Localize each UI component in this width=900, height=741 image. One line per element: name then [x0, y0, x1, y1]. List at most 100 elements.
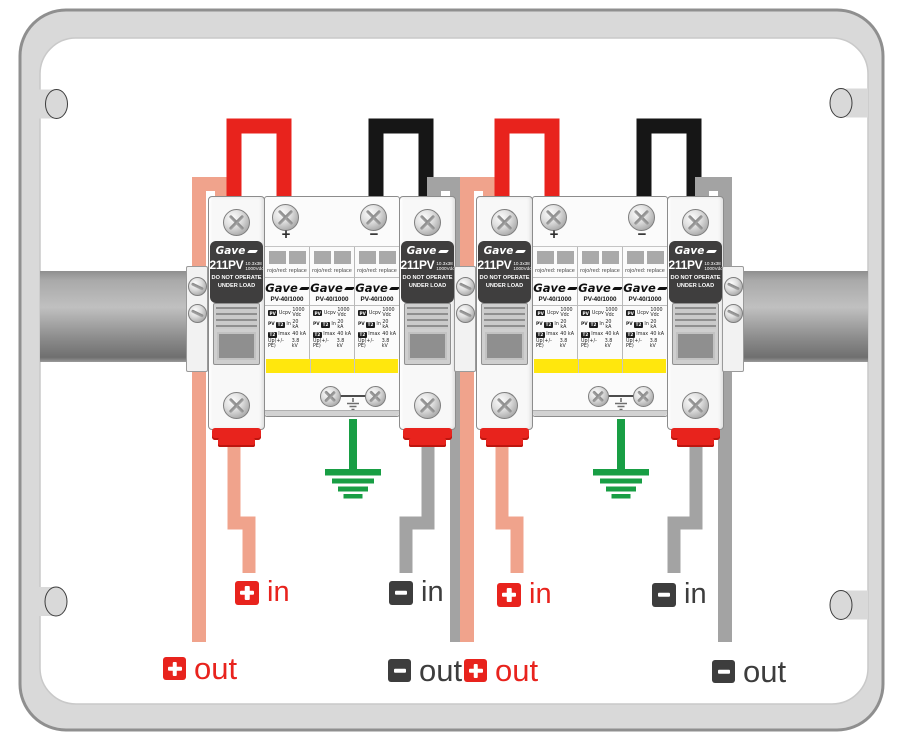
- model-text: 211PV: [210, 258, 244, 272]
- status-windows: [533, 251, 577, 264]
- surge-protector: + − rojo/red: replace Gave PV-40/1000: [532, 196, 668, 417]
- fuse-holder-label: Gave 211PV 10.3x38 1000Vdc DO NOT OPERAT…: [210, 241, 263, 303]
- spec-block: PV Ucpv 1000 Vdc PV T2 In 20 kA T2: [623, 306, 667, 349]
- wire-negative-in: [399, 436, 435, 573]
- brand-text: Gave: [355, 281, 388, 295]
- wires-assembly-1: [192, 118, 464, 642]
- terminal-screw-icon: [223, 209, 250, 236]
- terminal-screw-icon: [414, 209, 441, 236]
- surge-protector: + − rojo/red: replace Gave PV-40/1000: [264, 196, 400, 417]
- wire-negative-in: [667, 436, 703, 573]
- red-terminal-cap: [480, 428, 529, 440]
- status-window: [536, 251, 554, 264]
- status-window: [378, 251, 396, 264]
- wire-positive-out: [460, 177, 497, 642]
- fuse-size: 10.3x38: [436, 260, 453, 266]
- status-window: [358, 251, 376, 264]
- spec-row: Up(+/-PE) 3.8 kV: [581, 339, 613, 350]
- replace-note: rojo/red: replace: [265, 268, 309, 278]
- wire-negative-out: [695, 177, 732, 642]
- voltage-rating: 1000Vdc: [513, 266, 531, 272]
- spec-row: PV T2 In 20 kA: [626, 319, 657, 330]
- terminal-screw-icon: [682, 392, 709, 419]
- model-text: PV-40/1000: [355, 296, 399, 306]
- status-window: [313, 251, 331, 264]
- spd-fuse-assembly: Gave 211PV 10.3x38 1000Vdc DO NOT OPERAT…: [186, 196, 456, 456]
- fuse-holder: Gave 211PV 10.3x38 1000Vdc DO NOT OPERAT…: [476, 196, 533, 447]
- terminal-screw-icon: [223, 392, 250, 419]
- screw-icon: [188, 304, 207, 323]
- positive-terminal-mark: +: [549, 226, 559, 243]
- model-row: 211PV 10.3x38 1000Vdc: [401, 258, 454, 272]
- label-negative-out-2: out: [712, 656, 786, 687]
- brand-text: Gave: [674, 245, 705, 257]
- fuse-carrier-handle: [672, 303, 719, 365]
- status-window: [333, 251, 351, 264]
- spd-module: rojo/red: replace Gave PV-40/1000 PV Ucp…: [310, 247, 355, 359]
- fuse-window: [217, 332, 256, 360]
- spec-block: PV Ucpv 1000 Vdc PV T2 In 20 kA T2: [265, 306, 309, 349]
- status-window: [288, 251, 306, 264]
- fuse-holder: Gave 211PV 10.3x38 1000Vdc DO NOT OPERAT…: [208, 196, 265, 447]
- status-windows: [310, 251, 354, 264]
- fuse-holder-label: Gave 211PV 10.3x38 1000Vdc DO NOT OPERAT…: [401, 241, 454, 303]
- fuse-holder: Gave 211PV 10.3x38 1000Vdc DO NOT OPERAT…: [667, 196, 724, 447]
- screw-icon: [456, 304, 475, 323]
- brand-text: Gave: [483, 245, 514, 257]
- fuse-glyph-icon: [706, 249, 718, 253]
- fuse-carrier-handle: [404, 303, 451, 365]
- spec-row: T2 Imax 40 kA: [313, 331, 351, 338]
- brand-text: Gave: [578, 281, 611, 295]
- gave-logo: Gave: [578, 281, 622, 295]
- spec-row: PV T2 In 20 kA: [358, 319, 389, 330]
- grip-ridges: [484, 307, 525, 329]
- mounting-hole: [45, 89, 68, 119]
- warning-text: DO NOT OPERATE: [479, 275, 530, 282]
- model-row: 211PV 10.3x38 1000Vdc: [478, 258, 531, 272]
- spec-row: T2 Imax 40 kA: [358, 331, 396, 338]
- brand-text: Gave: [265, 281, 298, 295]
- warning-text: DO NOT OPERATE: [402, 275, 453, 282]
- model-text: PV-40/1000: [265, 296, 309, 306]
- wire-negative-jumper: [368, 118, 434, 204]
- status-window: [556, 251, 574, 264]
- fuse-size: 10.3x38: [513, 260, 530, 266]
- wire-positive-in: [227, 436, 256, 573]
- module-divider: [309, 359, 311, 373]
- screw-icon: [456, 277, 475, 296]
- rail-end-bracket: [186, 266, 208, 372]
- ratings: 10.3x38 1000Vdc: [436, 261, 454, 273]
- gave-logo: Gave: [355, 281, 399, 295]
- mounting-hole: [44, 586, 68, 617]
- negative-terminal-mark: −: [637, 226, 647, 243]
- module-divider: [353, 359, 355, 373]
- brand-text: Gave: [623, 281, 656, 295]
- module-divider: [621, 359, 623, 373]
- model-row: 211PV 10.3x38 1000Vdc: [210, 258, 263, 272]
- warning-text: UNDER LOAD: [408, 282, 447, 289]
- model-text: 211PV: [401, 258, 435, 272]
- ground-symbol-icon: [347, 398, 359, 411]
- status-window: [646, 251, 664, 264]
- wires-assembly-2: [460, 118, 732, 642]
- gave-logo: Gave: [310, 281, 354, 295]
- label-positive-out-1: out: [163, 653, 237, 684]
- fuse-glyph-icon: [247, 249, 259, 253]
- warning-text: DO NOT OPERATE: [211, 275, 262, 282]
- gave-logo: Gave: [478, 245, 531, 257]
- brand-text: Gave: [406, 245, 437, 257]
- voltage-rating: 1000Vdc: [245, 266, 263, 272]
- fuse-glyph-icon: [438, 249, 450, 253]
- status-window: [581, 251, 599, 264]
- spd-module: rojo/red: replace Gave PV-40/1000 PV Ucp…: [578, 247, 623, 359]
- replace-note: rojo/red: replace: [578, 268, 622, 278]
- fuse-glyph-icon: [515, 249, 527, 253]
- spec-row: Up(+/-PE) 3.8 kV: [313, 339, 345, 350]
- spec-row: Up(+/-PE) 3.8 kV: [358, 339, 390, 350]
- terminal-screw-icon: [628, 204, 655, 231]
- red-terminal-cap: [403, 428, 452, 440]
- label-positive-in-1: in: [235, 578, 290, 607]
- spec-block: PV Ucpv 1000 Vdc PV T2 In 20 kA T2: [310, 306, 354, 349]
- warning-text: UNDER LOAD: [676, 282, 715, 289]
- ratings: 10.3x38 1000Vdc: [513, 261, 531, 273]
